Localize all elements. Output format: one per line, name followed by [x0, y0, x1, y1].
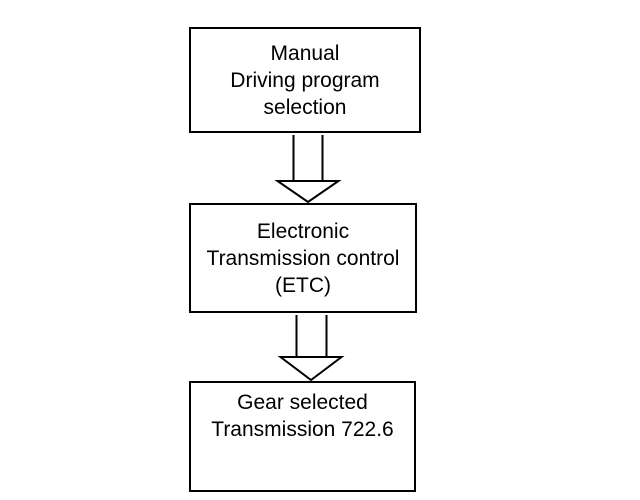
- node-text-line: selection: [263, 95, 347, 119]
- flow-node-manual-selection: Manual Driving program selection: [189, 27, 421, 133]
- down-arrow-icon: [277, 315, 345, 381]
- flow-node-gear-selected: Gear selected Transmission 722.6: [189, 381, 416, 492]
- node-text-line: Driving program: [230, 68, 380, 92]
- down-arrow-icon: [274, 135, 342, 203]
- node-text-line: Transmission 722.6: [211, 418, 394, 441]
- node-text-line: Manual: [270, 41, 340, 65]
- node-text-line: Electronic: [256, 219, 350, 243]
- node-text-line: Transmission control: [206, 246, 400, 270]
- node-text-line: Gear selected: [237, 391, 368, 414]
- flow-node-electronic-transmission-control: Electronic Transmission control (ETC): [189, 203, 417, 313]
- node-text-line: (ETC): [275, 273, 331, 297]
